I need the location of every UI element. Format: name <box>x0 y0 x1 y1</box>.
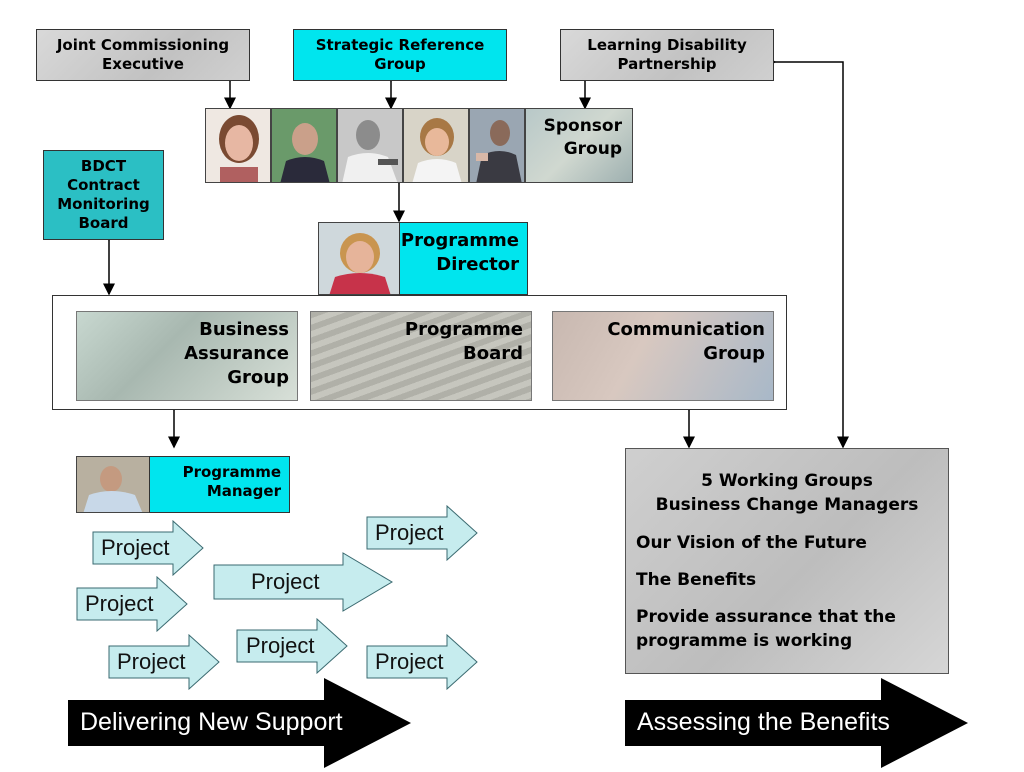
person-photo-icon <box>319 223 399 294</box>
project-label: Project <box>375 520 444 545</box>
project-arrow-shape <box>366 504 478 562</box>
learning-disability-box: Learning Disability Partnership <box>560 29 774 81</box>
sponsor-group-label: Sponsor Group <box>543 116 622 159</box>
working-groups-heading-1: 5 Working Groups <box>701 471 873 491</box>
working-groups-item-assurance: Provide assurance that the programme is … <box>636 607 896 651</box>
person-photo-icon <box>77 457 149 512</box>
project-arrow: Project <box>108 633 220 691</box>
person-photo-icon <box>470 109 524 182</box>
project-arrow-shape <box>108 633 220 691</box>
project-arrow-shape <box>76 575 188 633</box>
project-arrow-shape <box>236 617 348 675</box>
strategic-reference-box: Strategic Reference Group <box>293 29 507 81</box>
person-photo-icon <box>272 109 336 182</box>
sponsor-group-tile: Sponsor Group <box>525 108 633 183</box>
bdct-contract-monitoring-box: BDCT Contract Monitoring Board <box>43 150 164 240</box>
programme-manager-box: Programme Manager <box>149 456 290 513</box>
sponsor-photo-2 <box>271 108 337 183</box>
sponsor-photo-4 <box>403 108 469 183</box>
joint-commissioning-box: Joint Commissioning Executive <box>36 29 250 81</box>
project-arrow: Project <box>366 504 478 562</box>
project-arrow: Project <box>213 552 393 612</box>
project-label: Project <box>251 569 320 594</box>
programme-director-box: Programme Director <box>399 222 528 295</box>
assessing-benefits-banner: Assessing the Benefits <box>625 678 969 768</box>
project-arrow-shape <box>366 633 478 691</box>
communication-group-box: Communication Group <box>552 311 774 401</box>
sponsor-photo-5 <box>469 108 525 183</box>
project-arrow: Project <box>76 575 188 633</box>
project-arrow-shape <box>92 519 204 577</box>
sponsor-photo-1 <box>205 108 271 183</box>
programme-manager-photo <box>76 456 150 513</box>
programme-board-box: Programme Board <box>310 311 532 401</box>
working-groups-box: 5 Working Groups Business Change Manager… <box>625 448 949 674</box>
delivering-new-support-label: Delivering New Support <box>80 708 343 736</box>
sponsor-photo-strip: Sponsor Group <box>205 108 633 183</box>
project-arrow-shape <box>213 552 393 612</box>
working-groups-item-benefits: The Benefits <box>636 570 757 590</box>
person-photo-icon <box>404 109 468 182</box>
person-photo-icon <box>338 109 402 182</box>
working-groups-item-vision: Our Vision of the Future <box>636 533 867 553</box>
project-arrow: Project <box>92 519 204 577</box>
person-photo-icon <box>206 109 270 182</box>
project-arrow: Project <box>366 633 478 691</box>
project-label: Project <box>246 633 315 658</box>
project-label: Project <box>375 649 444 674</box>
project-label: Project <box>85 591 154 616</box>
programme-director-photo <box>318 222 400 295</box>
project-label: Project <box>117 649 186 674</box>
delivering-new-support-banner: Delivering New Support <box>68 678 412 768</box>
connector-ldp-working <box>764 56 849 449</box>
business-assurance-box: Business Assurance Group <box>76 311 298 401</box>
black-arrow-shape <box>68 678 411 768</box>
programme-manager-group: Programme Manager <box>76 456 290 513</box>
project-label: Project <box>101 535 170 560</box>
black-arrow-shape <box>625 678 968 768</box>
assessing-benefits-label: Assessing the Benefits <box>637 708 890 736</box>
working-groups-heading-2: Business Change Managers <box>655 495 919 515</box>
sponsor-photo-3 <box>337 108 403 183</box>
project-arrow: Project <box>236 617 348 675</box>
programme-director-group: Programme Director <box>318 222 528 295</box>
